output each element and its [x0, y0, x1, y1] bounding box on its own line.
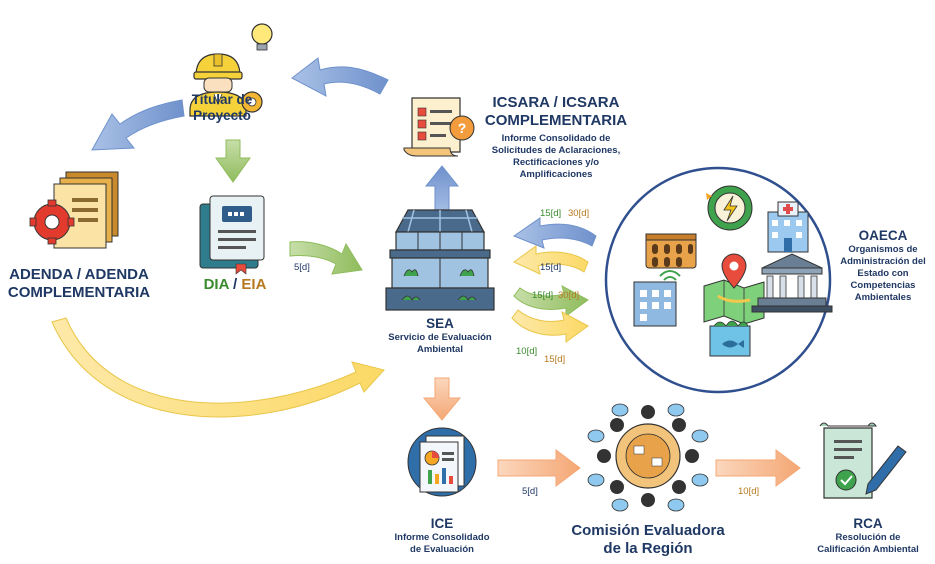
oaeca-desc3: Estado con — [857, 268, 909, 279]
oaeca-label: OAECA Organismos de Administración del E… — [832, 228, 934, 304]
sea-desc2: Ambiental — [417, 344, 463, 355]
eia-text: EIA — [241, 276, 267, 293]
ice-report-icon — [407, 427, 477, 497]
duration-ice-to-comision: 5[d] — [522, 486, 538, 497]
sea-title: SEA — [426, 316, 454, 331]
arrow-oaeca-blue — [512, 217, 597, 249]
duration-oaeca-2: 15[d] — [540, 262, 562, 273]
comision-line1: Comisión Evaluadora — [571, 522, 725, 539]
duration-oaeca-4b: 15[d] — [544, 354, 566, 365]
icsara-desc4: Amplificaciones — [519, 169, 593, 180]
sea-desc1: Servicio de Evaluación — [388, 332, 492, 343]
arrow-oaeca-yellow-1 — [513, 245, 589, 275]
duration-oaeca-3b: 30[d] — [558, 290, 580, 301]
titular-line1: Titular de — [191, 92, 253, 107]
colosseum-icon — [645, 233, 697, 269]
svg-text:?: ? — [458, 120, 467, 136]
arrow-comision-to-rca — [715, 449, 801, 487]
dia-eia-documents-icon — [199, 195, 265, 275]
ice-label: ICE Informe Consolidado de Evaluación — [382, 516, 502, 556]
duration-oaeca-3a: 15[d] — [532, 290, 554, 301]
duration-oaeca-1b: 30[d] — [568, 208, 590, 219]
adenda-line1: ADENDA / ADENDA — [9, 266, 149, 283]
oaeca-desc1: Organismos de — [848, 244, 918, 255]
oaeca-desc5: Ambientales — [854, 292, 912, 303]
titular-label: Titular de Proyecto — [182, 92, 262, 124]
smart-building-icon — [633, 270, 681, 327]
ice-title: ICE — [430, 516, 454, 531]
arrow-titular-to-adenda — [91, 99, 185, 151]
icsara-title2: COMPLEMENTARIA — [484, 112, 628, 129]
arrow-sea-to-icsara — [424, 165, 460, 217]
arrow-sea-to-ice — [422, 377, 462, 421]
project-owner-icon — [189, 23, 273, 117]
ice-desc2: de Evaluación — [410, 544, 474, 555]
icsara-desc2: Solicitudes de Aclaraciones, — [491, 145, 621, 156]
icsara-title1: ICSARA / ICSARA — [492, 94, 620, 111]
duration-oaeca-4a: 10[d] — [516, 346, 538, 357]
oaeca-title: OAECA — [858, 228, 908, 243]
icsara-document-icon: ? — [403, 97, 475, 157]
titular-line2: Proyecto — [193, 108, 251, 123]
icsara-label: ICSARA / ICSARA COMPLEMENTARIA Informe C… — [476, 94, 636, 181]
dia-text: DIA — [203, 276, 229, 293]
rca-certificate-icon — [819, 422, 907, 499]
arrow-ice-to-comision — [497, 449, 581, 487]
arrow-icsara-to-titular — [291, 57, 389, 97]
rca-desc1: Resolución de — [835, 532, 901, 543]
rca-label: RCA Resolución de Calificación Ambiental — [804, 516, 932, 556]
comision-line2: de la Región — [603, 540, 693, 557]
adenda-documents-icon — [29, 171, 119, 249]
dia-eia-separator: / — [228, 276, 242, 293]
arrow-titular-to-dia — [215, 139, 251, 183]
rca-title: RCA — [853, 516, 883, 531]
energy-icon — [706, 185, 753, 231]
arrow-oaeca-green — [513, 285, 589, 317]
arrow-adenda-to-sea — [51, 317, 385, 418]
ice-desc1: Informe Consolidado — [394, 532, 490, 543]
fish-tank-icon — [709, 320, 751, 357]
adenda-label: ADENDA / ADENDA COMPLEMENTARIA — [4, 266, 154, 302]
commission-meeting-icon — [587, 403, 709, 512]
rca-desc2: Calificación Ambiental — [817, 544, 919, 555]
duration-oaeca-1a: 15[d] — [540, 208, 562, 219]
map-pin-icon — [703, 253, 765, 325]
icsara-desc3: Rectificaciones y/o — [512, 157, 600, 168]
dia-eia-label: DIA / EIA — [200, 276, 270, 294]
oaeca-desc4: Competencias — [850, 280, 916, 291]
duration-dia-to-sea: 5[d] — [294, 262, 310, 273]
courthouse-icon — [751, 253, 833, 313]
comision-label: Comisión Evaluadora de la Región — [558, 522, 738, 558]
sea-greenhouse-icon — [385, 209, 495, 311]
arrow-oaeca-yellow-2 — [511, 309, 589, 343]
oaeca-desc2: Administración del — [840, 256, 926, 267]
adenda-line2: COMPLEMENTARIA — [7, 284, 151, 301]
arrow-dia-to-sea — [289, 241, 363, 275]
duration-comision-to-rca: 10[d] — [738, 486, 760, 497]
sea-label: SEA Servicio de Evaluación Ambiental — [370, 316, 510, 356]
hospital-icon — [767, 201, 809, 253]
icsara-desc1: Informe Consolidado de — [501, 133, 611, 144]
